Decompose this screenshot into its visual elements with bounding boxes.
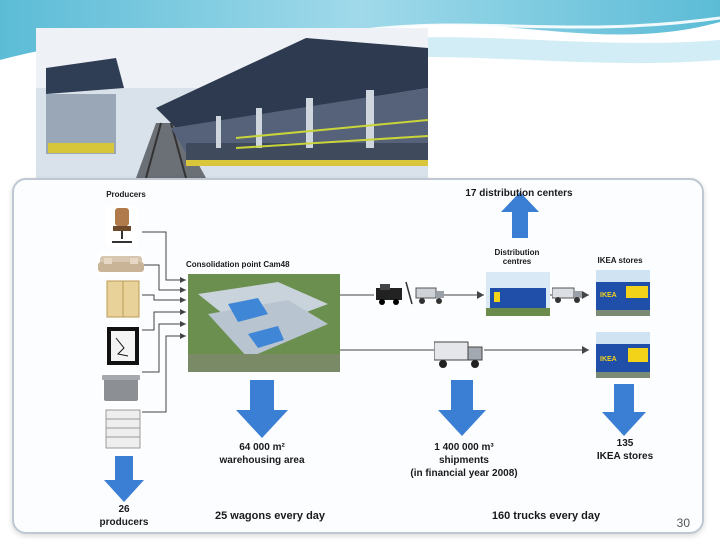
distribution-centers-count: 17 distribution centers	[465, 188, 573, 199]
ikea-sign-upper: IKEA	[600, 292, 617, 299]
warehousing-area-label: warehousing area	[219, 455, 305, 466]
page-number: 30	[676, 516, 690, 530]
distribution-centres-label: Distribution centres	[494, 248, 540, 266]
train-truck-icon	[376, 281, 444, 305]
shipments-period: (in financial year 2008)	[410, 468, 518, 479]
warehouse-photo	[36, 28, 428, 178]
truck-icon	[434, 341, 483, 368]
trucks-per-day: 160 trucks every day	[491, 510, 601, 522]
stores-count-label: IKEA stores	[596, 451, 654, 462]
down-arrow-icon	[602, 384, 646, 436]
diagram-connectors	[142, 231, 589, 413]
down-arrow-icon	[104, 456, 144, 502]
producers-count-label: producers	[99, 517, 149, 528]
truck-icon	[552, 287, 582, 303]
ikea-store-photo	[596, 332, 650, 378]
producers-count-number: 26	[118, 504, 130, 515]
chest-of-drawers-icon	[104, 408, 142, 450]
ikea-sign-lower: IKEA	[600, 356, 617, 363]
down-arrow-icon	[438, 380, 486, 436]
distribution-centre-photo	[486, 272, 550, 316]
consolidation-aerial-photo	[188, 274, 340, 372]
wagons-per-day: 25 wagons every day	[214, 510, 326, 522]
down-arrow-icon	[236, 380, 288, 438]
shipments-label: shipments	[438, 455, 489, 466]
wardrobe-icon	[106, 280, 140, 318]
producers-label: Producers	[106, 190, 146, 199]
storage-box-icon	[102, 373, 140, 403]
shipments-value: 1 400 000 m³	[434, 442, 494, 453]
warehousing-area-value: 64 000 m²	[239, 442, 285, 453]
picture-frame-icon	[106, 326, 140, 366]
up-arrow-icon	[501, 192, 539, 238]
sofa-icon	[98, 252, 144, 276]
ikea-stores-label: IKEA stores	[597, 256, 643, 265]
ikea-store-photo	[596, 270, 650, 316]
office-chair-icon	[106, 206, 138, 246]
supply-chain-diagram: Producers Consolidation point Cam48	[12, 178, 704, 534]
stores-count-number: 135	[616, 438, 634, 449]
consolidation-point-label: Consolidation point Cam48	[186, 260, 290, 269]
